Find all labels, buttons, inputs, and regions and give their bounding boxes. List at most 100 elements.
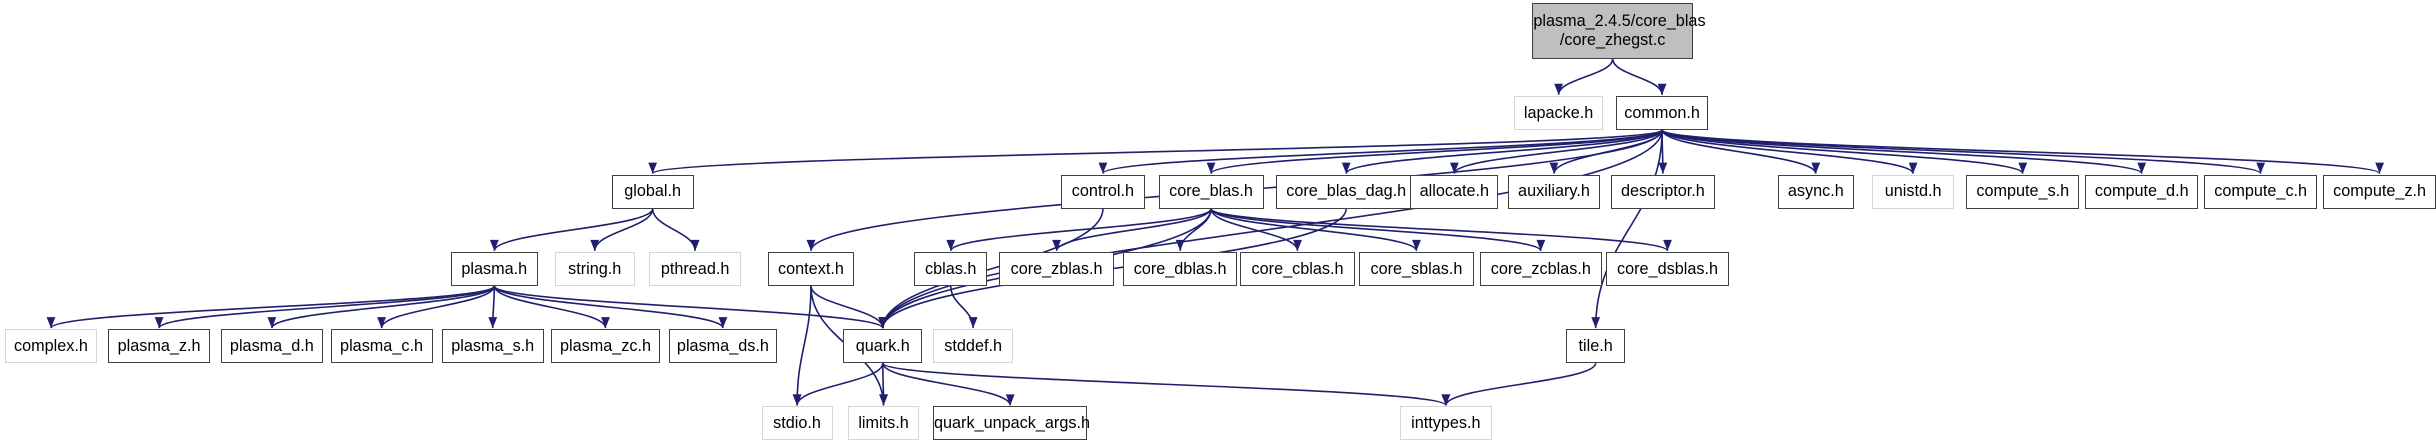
graph-node-root[interactable]: plasma_2.4.5/core_blas /core_zhegst.c xyxy=(1532,3,1706,59)
graph-edge xyxy=(882,208,1104,329)
graph-node-tile[interactable]: tile.h xyxy=(1566,329,1626,364)
graph-node-plasma[interactable]: plasma.h xyxy=(451,251,538,286)
graph-edge xyxy=(1179,208,1212,251)
graph-node-stdio[interactable]: stdio.h xyxy=(761,406,833,441)
graph-node-quark[interactable]: quark.h xyxy=(843,329,923,364)
graph-node-string[interactable]: string.h xyxy=(554,251,635,286)
graph-edge xyxy=(1661,129,1914,175)
graph-edge xyxy=(1594,129,1663,329)
graph-node-label: stdio.h xyxy=(773,414,821,433)
graph-edge-arrowhead xyxy=(601,317,610,329)
graph-edge xyxy=(493,285,724,329)
graph-edge xyxy=(1210,208,1299,252)
graph-node-label: core_cblas.h xyxy=(1251,259,1344,278)
graph-edge-arrowhead xyxy=(2375,162,2385,174)
graph-node-label: compute_c.h xyxy=(2214,182,2308,201)
graph-edge xyxy=(1453,129,1663,174)
graph-node-label: compute_d.h xyxy=(2094,182,2189,201)
graph-node-plasma_z[interactable]: plasma_z.h xyxy=(108,329,211,364)
graph-edge xyxy=(810,285,884,329)
graph-edge-arrowhead xyxy=(2018,162,2028,174)
graph-node-stddef[interactable]: stddef.h xyxy=(933,329,1014,364)
graph-node-core_dblas[interactable]: core_dblas.h xyxy=(1123,251,1238,286)
graph-node-compute_s[interactable]: compute_s.h xyxy=(1966,174,2080,209)
graph-edge-arrowhead xyxy=(1549,162,1559,174)
graph-edge xyxy=(271,285,496,329)
graph-node-core_cblas[interactable]: core_cblas.h xyxy=(1240,251,1355,286)
graph-node-complex[interactable]: complex.h xyxy=(4,329,98,364)
graph-node-plasma_c[interactable]: plasma_c.h xyxy=(330,329,433,364)
graph-edge-arrowhead xyxy=(1441,394,1451,406)
graph-node-cblas[interactable]: cblas.h xyxy=(914,251,988,286)
graph-node-label: quark.h xyxy=(855,336,910,355)
graph-node-label: pthread.h xyxy=(660,259,730,278)
graph-edge-arrowhead xyxy=(2256,162,2266,174)
graph-node-limits[interactable]: limits.h xyxy=(848,406,920,441)
graph-edge-arrowhead xyxy=(590,239,600,251)
graph-node-quark_unpack[interactable]: quark_unpack_args.h xyxy=(933,406,1090,441)
graph-edge xyxy=(882,129,1663,329)
graph-node-label: plasma_s.h xyxy=(451,336,535,355)
graph-node-core_dsblas[interactable]: core_dsblas.h xyxy=(1606,251,1729,286)
graph-node-label: core_sblas.h xyxy=(1370,259,1463,278)
graph-edge-arrowhead xyxy=(968,317,978,329)
graph-node-descriptor[interactable]: descriptor.h xyxy=(1611,174,1715,209)
graph-node-label: compute_s.h xyxy=(1976,182,2070,201)
graph-node-core_zcblas[interactable]: core_zcblas.h xyxy=(1479,251,1602,286)
graph-node-allocate[interactable]: allocate.h xyxy=(1410,174,1499,209)
graph-node-label: core_blas.h xyxy=(1169,182,1253,201)
graph-edge xyxy=(651,208,696,251)
graph-node-label: plasma.h xyxy=(461,259,528,278)
graph-edge xyxy=(1210,208,1418,252)
graph-edge-arrowhead xyxy=(648,162,658,174)
graph-edge-arrowhead xyxy=(1591,317,1601,329)
graph-node-plasma_zc[interactable]: plasma_zc.h xyxy=(551,329,660,364)
graph-edge-arrowhead xyxy=(46,317,56,329)
graph-edge xyxy=(882,362,1447,407)
graph-node-label: core_blas_dag.h xyxy=(1286,182,1407,201)
graph-node-label: stddef.h xyxy=(944,336,1003,355)
graph-node-inttypes[interactable]: inttypes.h xyxy=(1399,406,1493,441)
graph-node-context[interactable]: context.h xyxy=(767,251,855,286)
graph-node-core_zblas[interactable]: core_zblas.h xyxy=(999,251,1114,286)
graph-node-label: plasma_zc.h xyxy=(559,336,652,355)
graph-edge xyxy=(1611,58,1663,95)
graph-node-unistd[interactable]: unistd.h xyxy=(1872,174,1955,209)
graph-node-control[interactable]: control.h xyxy=(1061,174,1145,209)
graph-node-compute_d[interactable]: compute_d.h xyxy=(2085,174,2199,209)
graph-edge xyxy=(1661,129,2262,175)
graph-edge xyxy=(1557,58,1614,96)
graph-edge xyxy=(949,207,1212,252)
graph-node-plasma_d[interactable]: plasma_d.h xyxy=(220,329,323,364)
graph-node-plasma_s[interactable]: plasma_s.h xyxy=(441,329,544,364)
graph-edge-arrowhead xyxy=(1005,394,1015,406)
graph-edge-arrowhead xyxy=(879,394,888,406)
graph-node-core_blas_dag[interactable]: core_blas_dag.h xyxy=(1275,174,1417,209)
graph-edge-arrowhead xyxy=(1908,162,1918,174)
graph-node-label: inttypes.h xyxy=(1411,414,1481,433)
graph-node-label: core_zcblas.h xyxy=(1490,259,1591,278)
graph-edge xyxy=(796,362,884,406)
graph-edge-arrowhead xyxy=(1449,162,1459,174)
graph-node-label: cblas.h xyxy=(925,259,977,278)
graph-node-label: common.h xyxy=(1624,103,1700,122)
graph-node-label: tile.h xyxy=(1578,336,1613,355)
graph-edge-arrowhead xyxy=(806,239,816,251)
graph-node-global[interactable]: global.h xyxy=(611,174,694,209)
graph-node-core_blas[interactable]: core_blas.h xyxy=(1158,174,1264,209)
graph-node-core_sblas[interactable]: core_sblas.h xyxy=(1359,251,1474,286)
graph-node-async[interactable]: async.h xyxy=(1777,174,1854,209)
graph-node-plasma_ds[interactable]: plasma_ds.h xyxy=(668,329,777,364)
graph-node-label: plasma_z.h xyxy=(117,336,201,355)
graph-edge xyxy=(493,285,607,329)
graph-edge xyxy=(493,208,654,252)
graph-node-auxiliary[interactable]: auxiliary.h xyxy=(1507,174,1601,209)
graph-edge-arrowhead xyxy=(878,317,888,329)
graph-edge xyxy=(1661,129,2381,175)
graph-node-lapacke[interactable]: lapacke.h xyxy=(1513,95,1604,130)
graph-node-common[interactable]: common.h xyxy=(1615,95,1709,130)
graph-node-compute_c[interactable]: compute_c.h xyxy=(2204,174,2318,209)
graph-node-compute_z[interactable]: compute_z.h xyxy=(2323,174,2436,209)
graph-node-pthread[interactable]: pthread.h xyxy=(648,251,742,286)
